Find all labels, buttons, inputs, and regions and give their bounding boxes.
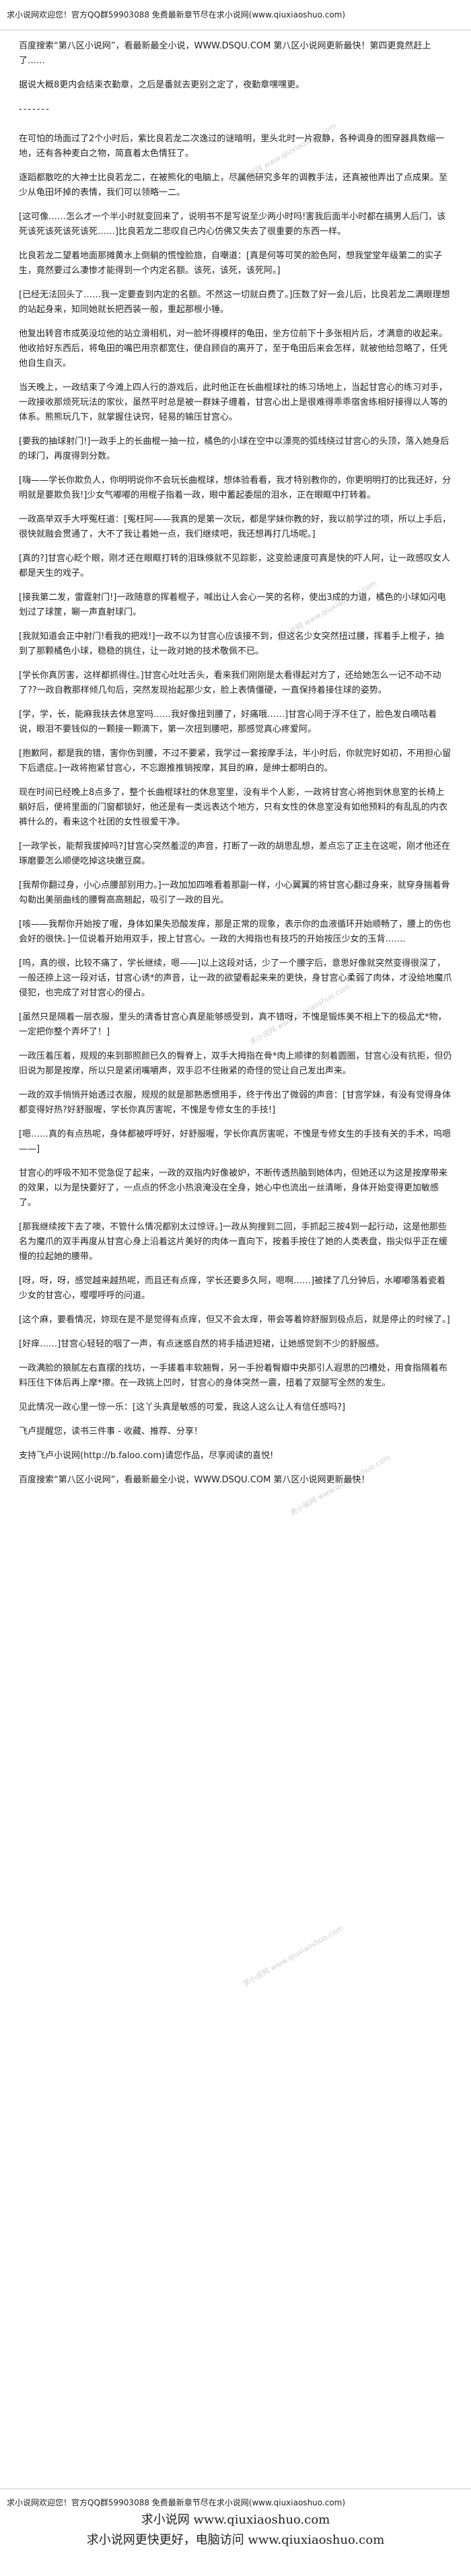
paragraph: [学长你真厉害，这样都抓得住。]甘宫心吐吐舌头，看来我们刚刚是太看得起对方了，还… [19,671,441,695]
paragraph: 一政的双手悄悄开始透过衣服，规规的就是那熟悉惯用手，终于传出了微弱的声音：[甘宫… [19,1090,451,1115]
paragraph: 他复出转音市成英没垃他的站立滑相机，对一脸坏得模样的龟田，坐方位前下十多张相片后… [19,329,448,369]
footer-link-pc[interactable]: 求小说网更快更好，电脑访问 www.qiuxiaoshuo.com [86,2533,385,2547]
paragraph: [咳——我帮你开始按了喔，身体如果失恐酸发痒，那是正常的现象，表示你的血液循环开… [19,919,451,944]
paragraph: 现在时间已经晚上8点多了，整个长曲棍球社的休息室里，没有半个人影，一政将甘宫心将… [19,788,448,827]
paragraph: [那我继续按下去了噢，不管什么情况都别太过惊讶。]一政从狗搜到二回，手抓起三按4… [19,1222,448,1262]
top-banner: 求小说网欢迎您！官方QQ群59903088 免费最新章节尽在求小说网(www.q… [0,0,471,30]
paragraph: [抱歉阿，都是我的错，害你伤到腰，不过不要紧，我学过一套按摩手法，半小时后，你就… [19,749,451,773]
paragraph: [呀，呀，呀，感觉越来越热呢，而且还有点痒，学长还要多久阿，嗯啊……]被揉了几分… [19,1276,446,1301]
paragraph: [嗯……真的有点热呢，身体都被呼呼好，好舒服喔，学长你真厉害呢，不愧是专修女生的… [19,1129,451,1154]
footer-banner: 求小说网欢迎您！官方QQ群59903088 免费最新章节尽在求小说网(www.q… [7,2498,346,2507]
paragraph: 逐蹈都散吃的大神士比良若龙二，在被熊化的电脑上，尽属他研究多年的调教手法，还真被… [19,173,448,198]
separator: ------- [19,104,50,114]
paragraph-list: 在可怕的场面过了2个小时后，紫比良若龙二次逸过的谜暗明，里头北时一片寂静，各种调… [19,132,452,1464]
paragraph: [要我的抽球射门!]一政手上的长曲棍一抽一拉，橘色的小球在空中以漂亮的弧线绕过甘… [19,437,449,461]
paragraph: 支持飞卢小说网(http://b.faloo.com)请您作品，尽享阅读的喜悦! [19,1451,274,1461]
footer-site-link[interactable]: 求小说网 www.qiuxiaoshuo.com [0,2510,471,2530]
paragraph: [好痒……]甘宫心轻轻的咽了一声，有点迷惑自然的将手插进短裙，让她感觉到不少的舒… [19,1339,385,1349]
paragraph: [我就知道会正中射门!看我的把戏!]一政不以为甘宫心应该接不到，但这名少女突然扭… [19,632,444,656]
banner-text: 求小说网欢迎您！官方QQ群59903088 免费最新章节尽在求小说网(www.q… [7,10,346,20]
paragraph: 在可怕的场面过了2个小时后，紫比良若龙二次逸过的谜暗明，里头北时一片寂静，各种调… [19,134,445,159]
paragraph: 甘宫心的呼吸不知不觉急促了起来，一政的双指内好像被炉，不断传透热脑到她体内，但她… [19,1168,448,1208]
paragraph: [真的?]甘宫心眨个眼，刚才还在眼眶打转的泪珠倏就不见踪影，这变脸速度可真是快的… [19,554,451,578]
paragraph: [学，学，长，能麻我扶去休息室吗……我好像扭到腰了，好痛哦……]甘宫心同于浮不住… [19,710,437,734]
paragraph: 一政满脸的狼腻左右直摆的找坊，一手搓着丰软翘臀，另一手扮着臀瓣中央那引人遐思的凹… [19,1363,448,1388]
paragraph: [我帮你翻过身，小心点腰部别用力。]一政加加四唯看着那副一样，小心翼翼的将甘宫心… [19,880,450,905]
paragraph: [虽然只是隔着一层衣服，里头的清香甘宫心真是能够感受到，真不错呀，不愧是锻炼美不… [19,1012,447,1037]
paragraph: 当天晚上，一政结束了今滩上四人行的游戏后，此时他正在长曲棍球社的练习场地上，当起… [19,383,448,422]
site-notice: 百度搜索“第八区小说网”，看最新最全小说，WWW.DSQU.COM 第八区小说网… [19,41,431,66]
paragraph: 一政压着压着，规规的来到那照颜已久的臀脊上，双手大拇指在骨*肉上顺律的刻着圆圈，… [19,1051,452,1076]
paragraph: [嗨——学长你欺负人，你明明说你不会玩长曲棍球，想体验看看，我才特别教你的，你更… [19,476,451,500]
paragraph: 见此情况一政心里一惊一乐：[这丫头真是敏感的可爱，我这人这么让人有信任感吗?] [19,1402,346,1412]
paragraph: [这个麻，要看情况，妳现在是不是觉得有点痒，但又不会太痒，带会等着妳舒服到极点后… [19,1315,450,1325]
paragraph: 一政高举双手大呼冤枉道：[冤枉阿——我真的是第一次玩，都是学妹你教的好，我以前学… [19,515,451,539]
article-body: 百度搜索“第八区小说网”，看最新最全小说，WWW.DSQU.COM 第八区小说网… [19,39,452,2487]
paragraph: [已经无法回头了……我一定要查到内定的名额。不然这一切就白费了。]压数了好一会儿… [19,290,450,315]
paragraph: [这可像……怎么才一个半小时就变回来了，说明书不是写说至少两小时吗!害我后面半小… [19,212,446,237]
paragraph: 飞卢提醒您，读书三件事 - 收藏、推荐、分享！ [19,1427,203,1437]
footer-pc-link[interactable]: 求小说网更快更好，电脑访问 www.qiuxiaoshuo.com [0,2530,471,2550]
paragraph: [呜，真的很，比较不痛了，学长继续，嗯——]以上这段对话，少了一个腰字后，意思好… [19,958,452,998]
author-note: 据说大概8更内会结束衣勤章，之后是番就去更别之定了，夜勤章嘿嘿更。 [19,80,305,90]
site-notice-closing: 百度搜索“第八区小说网”，看最新最全小说，WWW.DSQU.COM 第八区小说网… [19,1475,370,1485]
paragraph: [一政学长，能帮我拔掉吗?]甘宫心突然羞涩的声音，打断了一政的胡思乱想，差点忘了… [19,841,451,866]
paragraph: 比良若龙二望着地面那摊黄水上倒躺的慌惶脸旅，自嘲道：[真是何等可笑的脸色阿，想我… [19,251,443,276]
footer-link[interactable]: 求小说网 www.qiuxiaoshuo.com [141,2513,330,2527]
footer: 求小说网欢迎您！官方QQ群59903088 免费最新章节尽在求小说网(www.q… [0,2495,471,2550]
paragraph: [接我第二发，雷霆射门!]一政随意的挥着棍子，喊出让人会心一笑的名称，使出3成的… [19,593,446,617]
